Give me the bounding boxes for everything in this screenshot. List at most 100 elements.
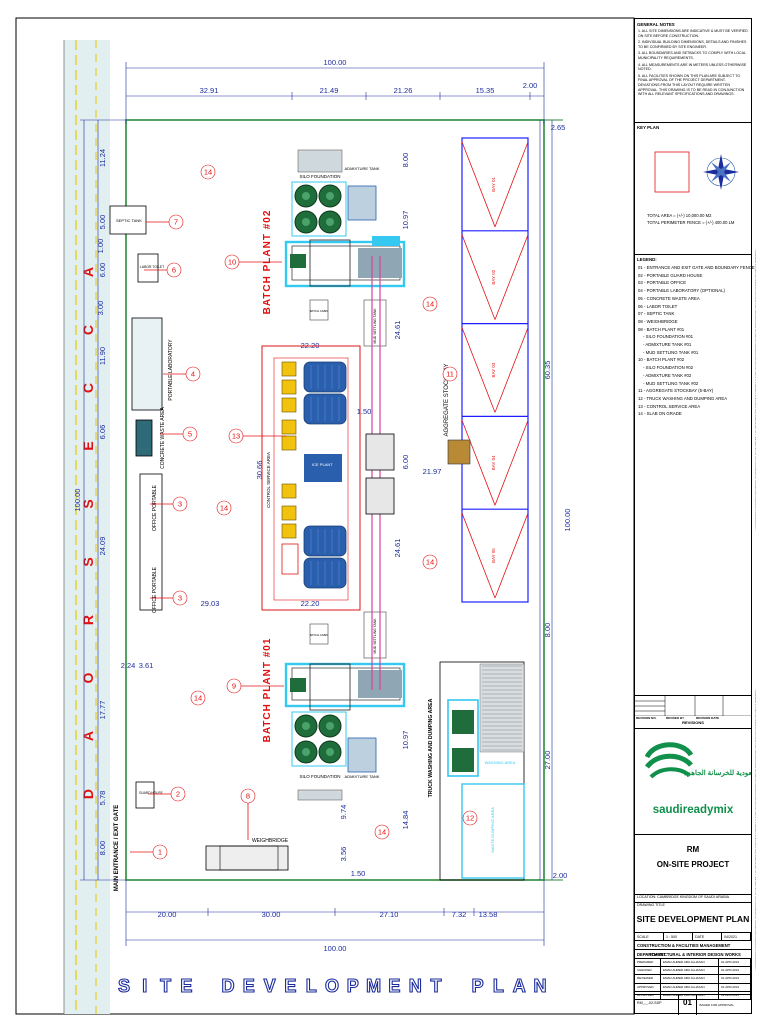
legend-item: 05 - CONCRETE WASTE AREA <box>638 295 700 301</box>
dim-internal: 29.03 <box>201 599 220 608</box>
total-perimeter: TOTAL PERIMETER FENCE = (+/-) 400.00 LM <box>647 219 735 225</box>
callout-number: 10 <box>228 258 236 267</box>
bay-slope <box>494 141 529 227</box>
general-note: 5. ALL FACILITIES SHOWN ON THIS PLAN ARE… <box>638 73 745 97</box>
banner-letter: L <box>493 976 504 996</box>
bay-slope <box>461 234 496 320</box>
banner-letter: N <box>409 976 422 996</box>
general-notes-list: 1. ALL SITE DIMENSIONS ARE INDICATIVE & … <box>635 27 751 97</box>
silo-foundation-label-top: SILO FOUNDATION <box>300 174 341 179</box>
banner-letter: P <box>472 976 484 996</box>
dim-bottom-segment: 7.32 <box>452 910 467 919</box>
callout-number: 9 <box>232 682 236 691</box>
legend-item: 11 - AGGREGATE STOCKBAY (5-BAY) <box>638 388 714 394</box>
callout-number: 1 <box>158 848 162 857</box>
approval-cell: REVIEWED <box>635 975 661 983</box>
general-note: 4. ALL MEASUREMENTS ARE IN METERS UNLESS… <box>638 62 747 72</box>
dim-internal: 9.74 <box>339 805 348 820</box>
dim-bottom-total: 100.00 <box>324 944 347 953</box>
drawing-number: RM_-_-02-SDP <box>635 995 679 1015</box>
dim-left-segment: 2.24 <box>121 661 136 670</box>
sheet-row: RM_-_-02-SDP 01 ISSUED FOR APPROVAL <box>635 995 751 1015</box>
approval-cell: EMAD AHMED ABU ALHASAN <box>661 959 719 967</box>
dim-left-segment: 6.06 <box>98 425 107 440</box>
ice-plant-label: ICE PLANT <box>312 462 333 467</box>
meta-cell: DATE <box>693 933 722 940</box>
approval-cell: PREPARED <box>635 959 661 967</box>
key-plan-title: KEY PLAN <box>637 125 660 130</box>
bay-slope <box>494 234 529 320</box>
legend-item: 07 - SEPTIC TANK <box>638 311 675 317</box>
meta-cell: SCALE <box>635 933 664 940</box>
silo-core <box>326 748 334 756</box>
legend-item: 13 - CONTROL SERVICE AREA <box>638 403 701 409</box>
dim-top-segment: 21.49 <box>320 86 339 95</box>
bay-slope <box>494 513 529 599</box>
dim-right-segment: 2.00 <box>553 871 568 880</box>
legend-item: 14 - SLAB ON GRADE <box>638 411 682 417</box>
road-label-letter: C <box>80 383 96 393</box>
batch-cabin-label-top: BATCH CABIN <box>310 309 329 313</box>
concrete-waste-label: CONCRETE WASTE AREA <box>160 406 166 468</box>
link-sockets <box>365 433 471 515</box>
approval-cell: EMAD AHMED ABU ALHASAN <box>661 991 719 999</box>
legend-item: 03 - PORTABLE OFFICE <box>638 280 687 286</box>
dim-internal: 3.56 <box>339 847 348 862</box>
storage-bin <box>281 361 297 377</box>
dim-left-segment: 24.09 <box>98 537 107 556</box>
callout-number: 13 <box>232 432 240 441</box>
legend-item: 12 - TRUCK WASHING AND DUMPING AREA <box>638 395 728 401</box>
dim-left-segment: 3.00 <box>96 301 105 316</box>
approval-cell: APPROVED <box>635 983 661 991</box>
approval-cell: 01-APR-2021 <box>719 959 751 967</box>
dim-right-segment: 60.35 <box>543 361 552 380</box>
callout-number: 7 <box>174 218 178 227</box>
callout-circle <box>462 810 478 826</box>
road-label-letter: E <box>80 441 96 450</box>
approval-cell: 01-APR-2021 <box>719 967 751 975</box>
legend-section: LEGEND: 01 - ENTRANCE AND EXIT GATE AND … <box>635 255 755 695</box>
weighbridge-label: WEIGHBRIDGE <box>252 838 289 844</box>
banner-letter: E <box>180 976 192 996</box>
dim-left-segment: 5.78 <box>98 791 107 806</box>
road-label-letter: S <box>80 499 96 508</box>
department: CONSTRUCTION & FACILITIES MANAGEMENT DEP… <box>635 941 751 957</box>
dim-right-segment: 27.00 <box>543 751 552 770</box>
banner-letter: E <box>388 976 400 996</box>
banner-letter: V <box>264 976 276 996</box>
dim-internal: 8.00 <box>401 153 410 168</box>
general-note: 1. ALL SITE DIMENSIONS ARE INDICATIVE & … <box>638 29 748 38</box>
bay-label: BAY 05 <box>491 548 496 563</box>
brand-section: السعودية للخرسانة الجاهزة saudireadymix <box>635 729 762 835</box>
legend-item: 04 - PORTABLE LABORATORY (OPTIONAL) <box>638 288 725 294</box>
callout-number: 6 <box>172 266 176 275</box>
legend-item: 02 - PORTABLE GUARD HOUSE <box>638 272 703 278</box>
dim-right-total: 100.00 <box>563 509 572 532</box>
banner-letter: I <box>142 976 147 996</box>
dim-bottom-segment: 13.58 <box>479 910 498 919</box>
dim-internal: 24.61 <box>393 321 402 340</box>
road-label-letter: C <box>80 325 96 335</box>
callout-number: 14 <box>378 828 386 837</box>
dim-left-segment: 17.77 <box>98 701 107 720</box>
dim-left-segment: 6.00 <box>98 263 107 278</box>
storage-bin <box>281 505 297 521</box>
callout-circle <box>422 296 438 312</box>
washing-area-label: WASHING AREA <box>485 760 516 765</box>
general-note: 2. INDIVIDUAL BUILDING DIMENSIONS, DETAI… <box>638 40 747 49</box>
dim-left-segment: 5.00 <box>98 215 107 230</box>
dim-internal: 10.97 <box>401 731 410 750</box>
mud-tank-label-bottom: MUD SETTLING TANK <box>373 618 377 654</box>
dim-top-segment: 32.91 <box>200 86 219 95</box>
control-service-label: CONTROL SERVICE AREA <box>266 452 271 508</box>
banner-letter: S <box>118 976 130 996</box>
legend-item: - ADMIXTURE TANK #01 <box>643 342 692 348</box>
guard-house-label: GUARD HOUSE <box>139 791 163 795</box>
approval-cell: 01-APR-2021 <box>719 983 751 991</box>
approval-cell: CHECKED <box>635 967 661 975</box>
callout-circle <box>422 554 438 570</box>
